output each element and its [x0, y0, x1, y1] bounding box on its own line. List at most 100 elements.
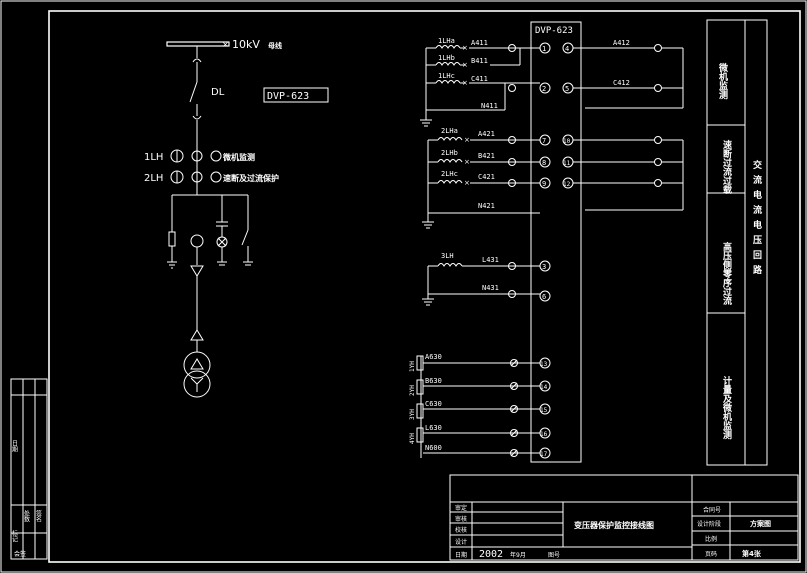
g4-pt-label-2: 2YH [409, 385, 416, 396]
date-year: 2002 [479, 549, 503, 560]
svg-text:×: × [462, 61, 468, 69]
disconnect-bottom-icon [192, 115, 202, 120]
g1-wire-b: B411 [471, 57, 488, 65]
term-16: 16 [540, 431, 548, 438]
g2-ct-b: 2LHb [441, 149, 458, 157]
g4-pt-3 [416, 403, 424, 419]
g2-ct-coils [437, 137, 463, 184]
term-9: 9 [542, 180, 546, 188]
term-7: 7 [542, 137, 546, 145]
g1-wire-a: A411 [471, 39, 488, 47]
pt-icon [190, 234, 204, 248]
title-block: 审定 审核 校核 设计 日期 变压器保护监控接线图 2002 年9月 图号 合同… [449, 474, 799, 561]
breaker-contact [189, 81, 198, 103]
g4-wire-n: N600 [425, 444, 442, 452]
resistor-icon [168, 231, 176, 247]
busbar [166, 41, 230, 47]
bus-x-mark: × [222, 40, 229, 49]
term-6: 6 [542, 293, 546, 301]
g1-out-c: C412 [613, 79, 630, 87]
term-11: 11 [563, 160, 571, 167]
panel-group-label: 交流电流电压回路 [751, 159, 762, 280]
device-box [263, 87, 329, 103]
g4-wire-c: C630 [425, 400, 442, 408]
g2-wire-c: C421 [478, 173, 495, 181]
g2-ct-c: 2LHc [441, 170, 458, 178]
g2-neutral: N421 [478, 202, 495, 210]
g1-ct-b: 1LHb [438, 54, 455, 62]
g3-ct: 3LH [441, 252, 454, 260]
device-box-label: DVP-623 [267, 91, 309, 102]
down-arrow-icon [190, 265, 204, 277]
right-label-3: 页码 [705, 550, 717, 558]
ct1-func: 微机监测 [222, 152, 255, 162]
drawing-frame [48, 10, 801, 563]
terminal-block-box [530, 21, 582, 463]
panel-section-1: 微机监测 [717, 62, 729, 100]
term-10: 10 [563, 138, 571, 145]
transformer-secondary-icon [183, 370, 211, 398]
strip-label-1: 标记 [11, 529, 18, 542]
g3-ct-coil [437, 263, 463, 267]
g4-pt-4 [416, 427, 424, 443]
g1-ct-coils [435, 45, 461, 84]
drawing-no-label: 图号 [548, 552, 560, 559]
row-label-3: 设计 [455, 538, 467, 546]
stage-value: 方案图 [750, 519, 771, 528]
term-12: 12 [563, 181, 571, 188]
term-5: 5 [565, 85, 569, 93]
panel-section-2-text: 速断过流过载 [721, 139, 732, 195]
ct1-core-icon [191, 150, 203, 162]
panel-section-3-text: 高压侧零序过流 [721, 241, 733, 306]
term-4: 4 [565, 45, 569, 53]
bus-label: 母线 [268, 41, 282, 50]
bus-voltage: 10kV [232, 38, 260, 51]
g1-ct-a: 1LHa [438, 37, 455, 45]
g4-pt-label-4: 4YH [409, 433, 416, 444]
up-arrow-icon [190, 329, 204, 341]
term-1: 1 [542, 45, 546, 53]
g3-wire-l: L431 [482, 256, 499, 264]
right-function-panel: 微机监测 速断过流过载 高压侧零序过流 计量及微机监测 交流电流电压回路 [706, 19, 768, 466]
right-label-1: 设计阶段 [697, 520, 721, 528]
svg-text:×: × [464, 179, 470, 187]
g1-neutral: N411 [481, 102, 498, 110]
g2-ct-a: 2LHa [441, 127, 458, 135]
g4-pt-2 [416, 379, 424, 395]
g4-wire-b: B630 [425, 377, 442, 385]
transformer-primary-icon [183, 351, 211, 379]
ct2-sec-icon [210, 171, 222, 183]
row-label-2: 校核 [455, 526, 467, 534]
strip-label-3: 签名 [35, 509, 42, 523]
svg-text:×: × [464, 158, 470, 166]
drawing-title: 变压器保护监控接线图 [574, 520, 654, 530]
svg-text:×: × [464, 136, 470, 144]
g4-wire-a: A630 [425, 353, 442, 361]
g4-pt-label-3: 3YH [409, 409, 416, 420]
g4-pt-label-1: 1YH [409, 361, 416, 372]
strip-label-2: 处数 [23, 509, 30, 523]
row-label-0: 审定 [455, 504, 467, 512]
g3-wire-n: N431 [482, 284, 499, 292]
g1-out-a: A412 [613, 39, 630, 47]
ct2-core-icon [191, 171, 203, 183]
ct2-func: 速断及过流保护 [223, 173, 279, 183]
term-3: 3 [542, 263, 546, 271]
right-label-0: 合同号 [703, 506, 721, 514]
g2-wire-b: B421 [478, 152, 495, 160]
panel-section-1-text: 微机监测 [717, 62, 729, 100]
single-line-diagram: 10kV 母线 × DL DVP-623 1LH 2LH 微机监测 速断及过流保… [144, 38, 329, 398]
svg-text:×: × [462, 79, 468, 87]
term-2: 2 [542, 85, 546, 93]
ct1-sec-icon [210, 150, 222, 162]
left-side-strip: 会签 标记 处数 签名 日期 [10, 378, 48, 560]
page-value: 第4张 [742, 549, 762, 558]
strip-label-0: 会签 [14, 550, 26, 558]
breaker-label: DL [211, 87, 225, 98]
row-label-4: 日期 [455, 551, 467, 559]
right-label-2: 比例 [705, 535, 717, 543]
g4-wire-l: L630 [425, 424, 442, 432]
g2-wire-a: A421 [478, 130, 495, 138]
